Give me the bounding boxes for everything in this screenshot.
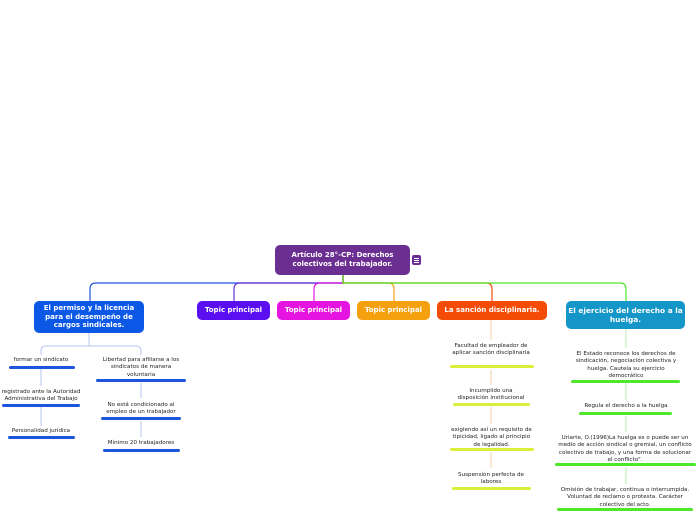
topic-ejercicio-huelga[interactable]: El ejercicio del derecho a la huelga. — [566, 301, 685, 329]
connector-topic-4 — [342, 275, 395, 301]
subtopic-underline — [96, 379, 186, 382]
topic-permiso-licencia[interactable]: El permiso y la licencia para el desempe… — [34, 301, 144, 333]
subtopic-underline — [8, 436, 75, 439]
topic-label: Topic principal — [284, 306, 343, 315]
subtopic-uriarte-huelga[interactable]: Uriarte, O.(1996)La huelga es o puede se… — [558, 435, 692, 463]
connector-topic-2 — [233, 275, 344, 301]
subtopic-personalidad-juridica[interactable]: Personalidad jurídica — [11, 428, 71, 434]
subtopic-underline — [450, 448, 534, 451]
subtopic-incumplido-disposicion[interactable]: Incumplido una disposición institucional — [457, 388, 525, 402]
subtopic-underline — [555, 463, 696, 466]
topic-label: El permiso y la licencia para el desempe… — [43, 303, 135, 330]
subtopic-underline — [103, 449, 180, 452]
subtopic-suspension-perfecta[interactable]: Suspensión perfecta de labores — [458, 472, 524, 486]
subtopic-underline — [452, 487, 531, 490]
subtopic-libertad-afiliarse[interactable]: Libertad para afiliarse a los sindicatos… — [102, 357, 180, 378]
subtopic-underline — [453, 403, 530, 406]
connector-topic-5 — [342, 275, 493, 301]
subtopic-estado-reconoce[interactable]: El Estado reconoce los derechos de sindi… — [575, 351, 677, 379]
subtopic-regula-derecho[interactable]: Regula el derecho a la huelga — [584, 403, 668, 409]
topic-principal-1[interactable]: Topic principal — [197, 301, 270, 320]
subtopic-facultad-empleador[interactable]: Facultad de empleador de aplicar sanción… — [452, 343, 530, 357]
connector-topic-1 — [89, 275, 344, 301]
subtopic-registrado-autoridad[interactable]: registrado ante la Autoridad Administrat… — [1, 389, 81, 403]
topic-label: Topic principal — [204, 306, 263, 315]
subtopic-underline — [2, 404, 80, 407]
subtopic-underline — [101, 417, 181, 420]
topic-sancion-disciplinaria[interactable]: La sanción disciplinaria. — [437, 301, 547, 320]
central-topic[interactable]: Artículo 28°-CP: Derechos colectivos del… — [275, 245, 410, 275]
topic-label: La sanción disciplinaria. — [444, 306, 540, 315]
topic-label: Topic principal — [364, 306, 423, 315]
topic-principal-2[interactable]: Topic principal — [277, 301, 350, 320]
subtopic-minimo-trabajadores[interactable]: Mínimo 20 trabajadores — [107, 440, 175, 446]
subtopic-omision-trabajar[interactable]: Omisión de trabajar, continua o interrum… — [560, 487, 690, 508]
subtopic-underline — [450, 365, 534, 368]
subtopic-underline — [557, 508, 693, 511]
notes-icon[interactable] — [412, 255, 421, 265]
connector-topic-6 — [342, 275, 627, 301]
connector-topic-3 — [313, 275, 344, 301]
subtopic-formar-sindicato[interactable]: formar un sindicato — [13, 357, 69, 363]
central-topic-label: Artículo 28°-CP: Derechos colectivos del… — [291, 251, 394, 268]
subtopic-exigiendo-requisito[interactable]: exigiendo así un requisito de tipicidad,… — [451, 427, 532, 448]
topic-label: El ejercicio del derecho a la huelga. — [568, 305, 683, 324]
subtopic-underline — [579, 412, 672, 415]
subtopic-underline — [9, 366, 75, 369]
subtopic-no-condicionado[interactable]: No está condicionado al empleo de un tra… — [106, 402, 176, 416]
topic-principal-3[interactable]: Topic principal — [357, 301, 430, 320]
connector-permiso — [40, 333, 142, 355]
subtopic-underline — [571, 380, 680, 383]
